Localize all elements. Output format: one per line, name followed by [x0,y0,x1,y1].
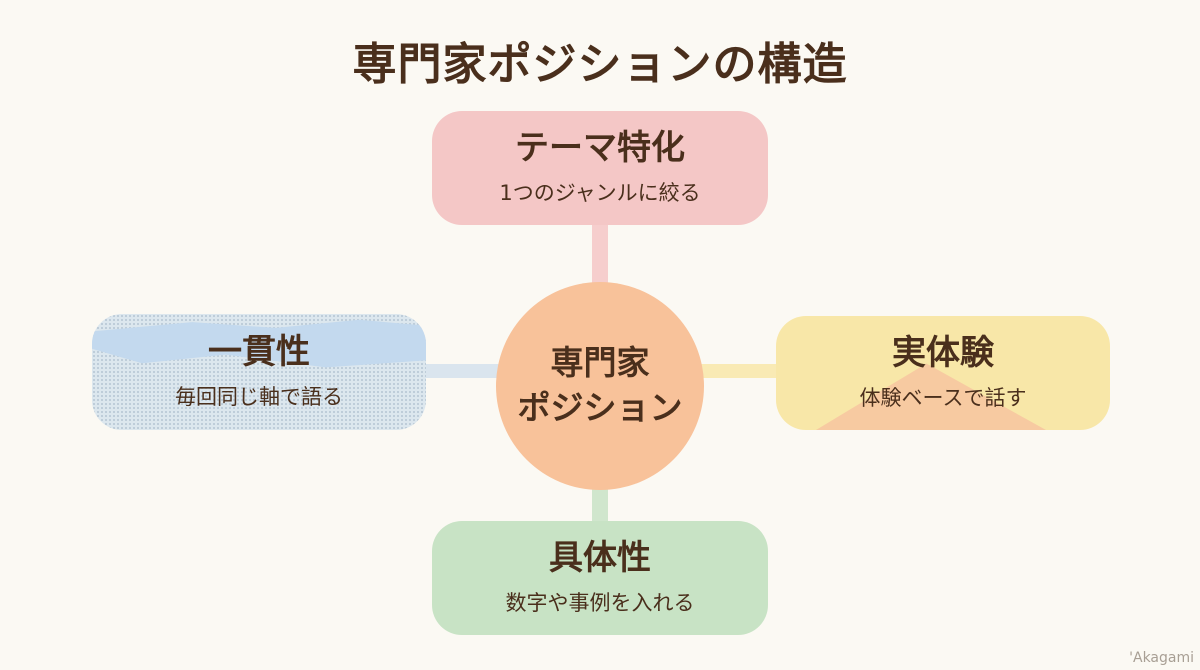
node-real-experience: 実体験 体験ベースで話す [776,316,1110,430]
node-heading: 具体性 [549,538,651,579]
center-label-line1: 専門家 [550,343,650,383]
node-heading: 一貫性 [208,332,310,373]
node-subtext: 毎回同じ軸で語る [175,384,343,409]
node-theme-focus: テーマ特化 1つのジャンルに絞る [432,111,768,225]
center-label-line2: ポジション [517,388,683,427]
node-subtext: 1つのジャンルに絞る [499,180,701,205]
watermark: 'Akagami [1129,650,1194,666]
node-heading: テーマ特化 [515,128,685,169]
node-heading: 実体験 [892,333,994,374]
connector-bottom [592,486,608,524]
page-title: 専門家ポジションの構造 [352,39,848,90]
connector-left [424,364,500,378]
connector-top [592,224,608,286]
node-subtext: 数字や事例を入れる [505,590,695,615]
node-subtext: 体験ベースで話す [859,385,1027,410]
connector-right [700,364,780,378]
node-concreteness: 具体性 数字や事例を入れる [432,521,768,635]
center-circle: 専門家 ポジション [496,282,704,490]
node-consistency: 一貫性 毎回同じ軸で語る [92,314,426,430]
